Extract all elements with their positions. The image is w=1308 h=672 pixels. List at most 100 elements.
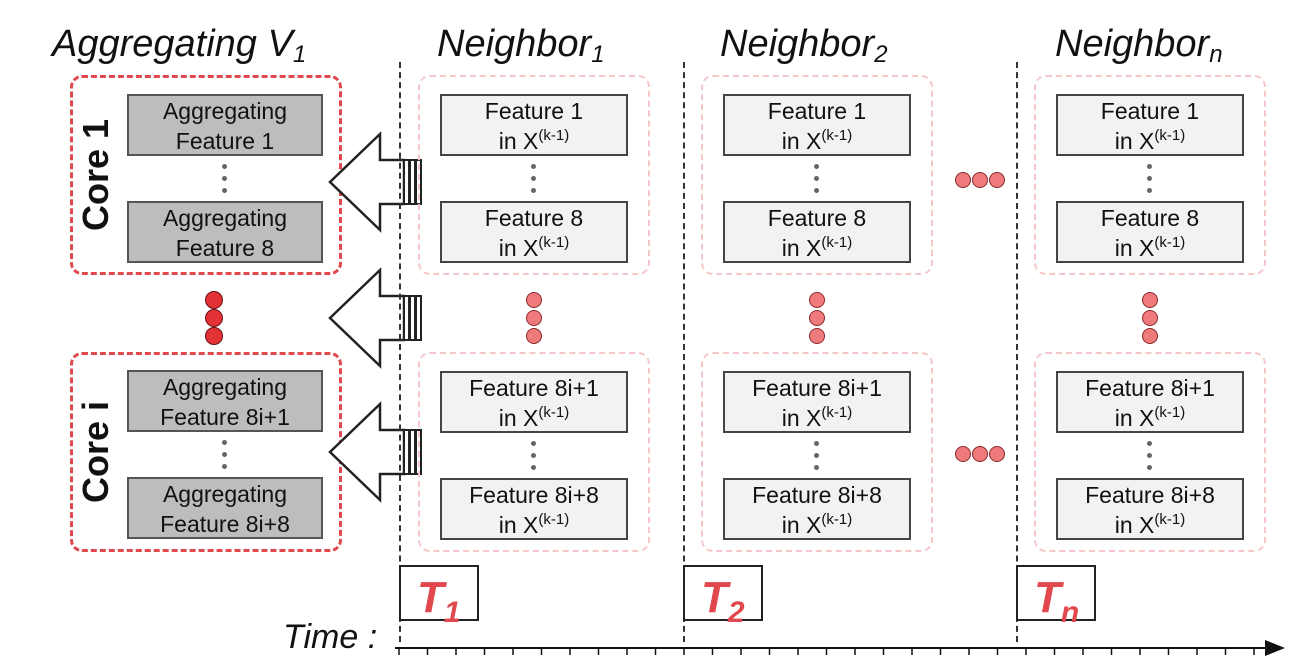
agg-line2: Feature 8i+8: [160, 511, 290, 537]
neighbor-ellipsis-dot: [955, 172, 971, 188]
feature-vertical-dots: [814, 441, 820, 477]
neighbor-1-heading: Neighbor1: [437, 22, 605, 77]
group-ellipsis-dot: [809, 310, 825, 326]
feature-name: Feature 8: [1100, 205, 1200, 231]
neighbor-group-box: [701, 75, 933, 275]
feature-vertical-dots: [531, 441, 537, 477]
time-slot-2: T2: [683, 565, 763, 629]
aggregating-heading: Aggregating V1: [52, 22, 306, 77]
agg-line2: Feature 8i+1: [160, 404, 290, 430]
timeline-separator: [1016, 62, 1018, 642]
time-slot-sub: n: [1060, 596, 1080, 629]
group-ellipsis-dot: [1142, 292, 1158, 308]
group-ellipsis-dot: [809, 292, 825, 308]
agg-line2: Feature 1: [175, 128, 275, 154]
feature-source: in X(k-1): [442, 403, 626, 433]
feature-superscript: (k-1): [1154, 234, 1186, 251]
group-ellipsis-dot: [809, 328, 825, 344]
timeline-separator: [683, 62, 685, 642]
time-slot-sub: 1: [443, 596, 461, 629]
neighbor-ellipsis-dot: [989, 446, 1005, 462]
feature-name: Feature 1: [1100, 98, 1200, 124]
time-slot-1: T1: [399, 565, 479, 629]
feature-source: in X(k-1): [1058, 126, 1242, 156]
group-ellipsis-dot: [526, 292, 542, 308]
timeline-separator: [399, 62, 401, 642]
feature-superscript: (k-1): [538, 234, 570, 251]
time-slot-letter: T: [417, 573, 444, 622]
neighbor-1-sub: 1: [591, 41, 605, 68]
feature-superscript: (k-1): [538, 127, 570, 144]
neighbor-group-box: [418, 75, 650, 275]
feature-superscript: (k-1): [821, 404, 853, 421]
feature-name: Feature 8: [484, 205, 584, 231]
neighbor-2-heading: Neighbor2: [720, 22, 888, 77]
feature-superscript: (k-1): [821, 511, 853, 528]
aggregating-feature-8: Aggregating Feature 8: [127, 201, 323, 263]
feature-in-text: in X: [498, 512, 539, 538]
aggregating-heading-sub: 1: [292, 41, 307, 68]
feature-superscript: (k-1): [538, 404, 570, 421]
feature-vertical-dots: [814, 164, 820, 200]
feature-source: in X(k-1): [1058, 233, 1242, 263]
feature-source: in X(k-1): [1058, 403, 1242, 433]
feature-superscript: (k-1): [821, 127, 853, 144]
feature-name: Feature 8i+8: [469, 482, 599, 508]
aggregating-feature-8i1: Aggregating Feature 8i+1: [127, 370, 323, 432]
time-slot-n: Tn: [1016, 565, 1096, 629]
time-axis: [395, 640, 1285, 656]
feature-vertical-dots: [1147, 164, 1153, 200]
feature-in-text: in X: [498, 405, 539, 431]
agg-line2: Feature 8: [175, 235, 275, 261]
core-ellipsis-dot: [205, 291, 223, 309]
neighbor-group-box: [1034, 352, 1266, 552]
agg-line1: Aggregating: [162, 205, 288, 231]
neighbor-2-word: Neighbor: [720, 23, 875, 65]
feature-source: in X(k-1): [725, 510, 909, 540]
transfer-arrow-icon: [328, 401, 422, 503]
time-slot-sub: 2: [727, 596, 745, 629]
group-ellipsis-dot: [526, 310, 542, 326]
feature-source: in X(k-1): [442, 510, 626, 540]
agg-line1: Aggregating: [162, 98, 288, 124]
feature-source: in X(k-1): [725, 126, 909, 156]
feature-vertical-dots: [1147, 441, 1153, 477]
aggregating-feature-1: Aggregating Feature 1: [127, 94, 323, 156]
neighbor-n-heading: Neighborn: [1055, 22, 1223, 77]
feature-superscript: (k-1): [1154, 511, 1186, 528]
transfer-arrow-icon: [328, 131, 422, 233]
feature-name: Feature 1: [484, 98, 584, 124]
feature-vertical-dots: [531, 164, 537, 200]
feature-superscript: (k-1): [821, 234, 853, 251]
feature-name: Feature 8i+1: [1085, 375, 1215, 401]
neighbor-group-box: [701, 352, 933, 552]
aggregating-heading-text: Aggregating V: [52, 23, 293, 65]
feature-source: in X(k-1): [725, 403, 909, 433]
feature-in-text: in X: [781, 512, 822, 538]
feature-source: in X(k-1): [442, 126, 626, 156]
feature-source: in X(k-1): [725, 233, 909, 263]
feature-in-text: in X: [1114, 405, 1155, 431]
group-ellipsis-dot: [1142, 310, 1158, 326]
core-ellipsis-dot: [205, 327, 223, 345]
feature-in-text: in X: [1114, 128, 1155, 154]
feature-source: in X(k-1): [442, 233, 626, 263]
neighbor-ellipsis-dot: [955, 446, 971, 462]
feature-superscript: (k-1): [538, 511, 570, 528]
feature-in-text: in X: [781, 235, 822, 261]
time-axis-label: Time :: [283, 618, 378, 656]
neighbor-2-sub: 2: [874, 41, 888, 68]
feature-name: Feature 8i+1: [469, 375, 599, 401]
feature-in-text: in X: [781, 128, 822, 154]
time-slot-letter: T: [1034, 573, 1061, 622]
group-ellipsis-dot: [526, 328, 542, 344]
feature-superscript: (k-1): [1154, 127, 1186, 144]
